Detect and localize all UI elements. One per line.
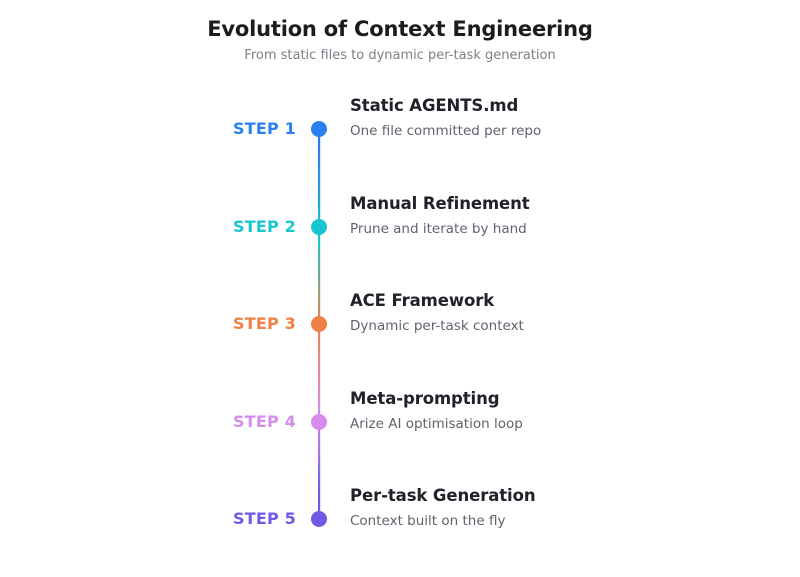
step-label-3: STEP 3 [233, 314, 296, 333]
step-heading-3: ACE Framework [350, 291, 495, 310]
header: Evolution of Context Engineering From st… [0, 16, 800, 66]
step-label-4: STEP 4 [233, 412, 296, 431]
step-label-1: STEP 1 [233, 119, 296, 138]
step-marker-dot-5 [311, 511, 327, 527]
step-description-5: Context built on the fly [350, 513, 506, 529]
step-label-5: STEP 5 [233, 509, 296, 528]
page-subtitle: From static files to dynamic per-task ge… [244, 48, 556, 63]
step-label-2: STEP 2 [233, 217, 296, 236]
page-title: Evolution of Context Engineering [207, 17, 593, 41]
step-content-4: Meta-prompting Arize AI optimisation loo… [350, 388, 770, 434]
step-marker-dot-4 [311, 414, 327, 430]
step-content-3: ACE Framework Dynamic per-task context [350, 290, 770, 336]
step-heading-4: Meta-prompting [350, 389, 500, 408]
step-heading-5: Per-task Generation [350, 486, 536, 505]
step-description-1: One file committed per repo [350, 123, 542, 139]
step-description-2: Prune and iterate by hand [350, 221, 527, 237]
step-heading-2: Manual Refinement [350, 194, 530, 213]
step-heading-1: Static AGENTS.md [350, 96, 519, 115]
step-marker-dot-3 [311, 316, 327, 332]
step-description-4: Arize AI optimisation loop [350, 416, 523, 432]
step-content-5: Per-task Generation Context built on the… [350, 485, 770, 531]
step-content-1: Static AGENTS.md One file committed per … [350, 95, 770, 141]
step-marker-dot-1 [311, 121, 327, 137]
step-marker-dot-2 [311, 219, 327, 235]
step-content-2: Manual Refinement Prune and iterate by h… [350, 193, 770, 239]
step-description-3: Dynamic per-task context [350, 318, 524, 334]
